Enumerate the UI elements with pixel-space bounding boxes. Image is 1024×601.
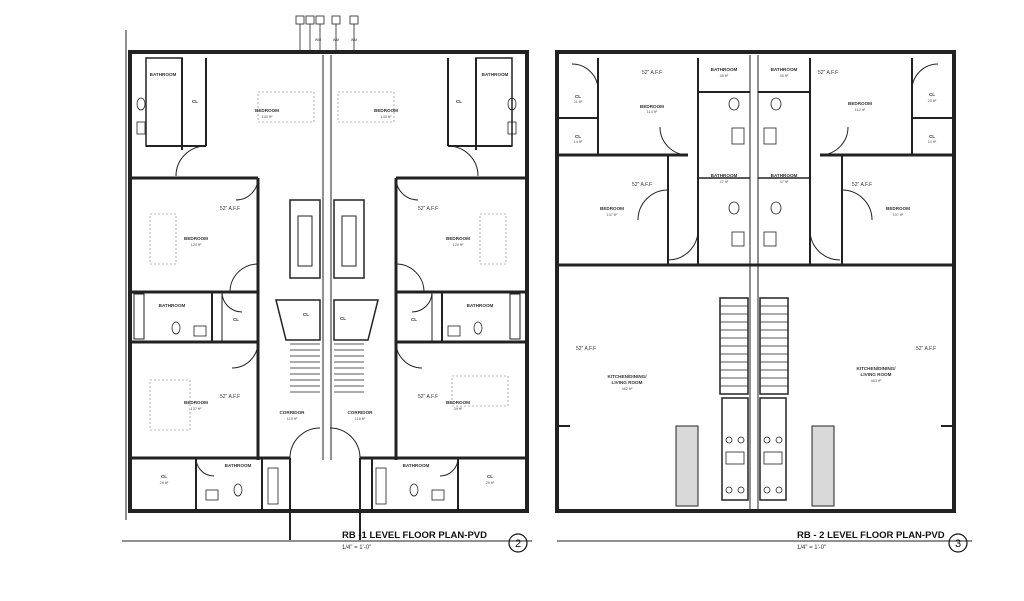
- plan-number: 2: [515, 538, 521, 550]
- outlet-height-label: 52" A.F.F: [818, 70, 838, 76]
- room-area: 120 ft²: [453, 243, 464, 247]
- plan-rb2-labels: CL 21 ft² CL 14 ft² BEDROOM 114 ft² BATH…: [574, 67, 937, 391]
- outlet-height-label: 52" A.F.F: [418, 394, 438, 400]
- outlet-height-label: 52" A.F.F: [220, 206, 240, 212]
- room-label: KITCHEN/DINING/: [856, 366, 896, 371]
- plan-rb1-labels: BATHROOM CL BEDROOM 140 ft² BATHROOM CL …: [150, 38, 509, 485]
- room-label: BEDROOM: [446, 400, 470, 405]
- room-label: BEDROOM: [640, 104, 664, 109]
- plan-title: RB - 2 LEVEL FLOOR PLAN-PVD: [797, 530, 945, 541]
- meter-tag: WM: [351, 38, 357, 42]
- outlet-height-label: 52" A.F.F: [220, 394, 240, 400]
- meter-tag: WM: [333, 38, 339, 42]
- room-label: BEDROOM: [374, 108, 398, 113]
- room-area: 140 ft²: [381, 115, 392, 119]
- room-area: 20 ft²: [928, 99, 937, 103]
- room-label: CL: [411, 317, 417, 322]
- room-area: 140 ft²: [262, 115, 273, 119]
- outlet-height-label: 52" A.F.F: [642, 70, 662, 76]
- room-label: BEDROOM: [600, 206, 624, 211]
- room-label: CL: [192, 99, 198, 104]
- room-label: CL: [233, 317, 239, 322]
- room-label: CL: [303, 312, 309, 317]
- plan-rb2-title-block: RB - 2 LEVEL FLOOR PLAN-PVD 1/4" = 1'-0"…: [557, 530, 972, 553]
- room-area: 107 ft²: [893, 213, 904, 217]
- room-label: CL: [456, 99, 462, 104]
- room-area: 47 ft²: [720, 180, 729, 184]
- outlet-height-label: 52" A.F.F: [916, 346, 936, 352]
- room-label: CORRIDOR: [279, 410, 305, 415]
- room-label: BATHROOM: [159, 303, 186, 308]
- room-area: 120 ft²: [191, 243, 202, 247]
- room-label: BATHROOM: [150, 72, 177, 77]
- room-label: LIVING ROOM: [612, 380, 643, 385]
- room-label: CL: [340, 316, 346, 321]
- room-area: 114 ft²: [647, 110, 658, 114]
- room-label: BATHROOM: [403, 463, 430, 468]
- room-label: BATHROOM: [771, 173, 798, 178]
- plan-title: RB -1 LEVEL FLOOR PLAN-PVD: [342, 530, 487, 541]
- plan-scale: 1/4" = 1'-0": [797, 545, 826, 551]
- room-label: BEDROOM: [886, 206, 910, 211]
- room-label: BATHROOM: [711, 173, 738, 178]
- plan-rb1-title-block: RB -1 LEVEL FLOOR PLAN-PVD 1/4" = 1'-0" …: [122, 530, 532, 553]
- room-area: 462 ft²: [622, 387, 633, 391]
- room-label: CL: [929, 134, 935, 139]
- room-label: KITCHEN/DINING/: [607, 374, 647, 379]
- room-area: 45 ft²: [720, 74, 729, 78]
- room-label: BATHROOM: [225, 463, 252, 468]
- room-area: 116 ft²: [355, 417, 366, 421]
- room-area: 137 ft²: [191, 407, 202, 411]
- room-label: BATHROOM: [771, 67, 798, 72]
- room-area: 107 ft²: [607, 213, 618, 217]
- room-label: CL: [161, 474, 167, 479]
- room-label: BEDROOM: [446, 236, 470, 241]
- room-area: 29 ft²: [486, 481, 495, 485]
- outlet-height-label: 52" A.F.F: [418, 206, 438, 212]
- room-area: 45 ft²: [780, 74, 789, 78]
- room-area: 14 ft²: [574, 140, 583, 144]
- plan-scale: 1/4" = 1'-0": [342, 545, 371, 551]
- room-label: BEDROOM: [255, 108, 279, 113]
- room-label: CL: [929, 92, 935, 97]
- plan-rb1: [125, 15, 529, 540]
- room-label: BATHROOM: [467, 303, 494, 308]
- room-area: 14 ft²: [928, 140, 937, 144]
- outlet-height-label: 52" A.F.F: [852, 182, 872, 188]
- room-area: 119 ft²: [287, 417, 298, 421]
- room-label: CL: [487, 474, 493, 479]
- outlet-height-label: 52" A.F.F: [632, 182, 652, 188]
- room-area: 29 ft²: [160, 481, 169, 485]
- room-label: CORRIDOR: [347, 410, 373, 415]
- room-label: BEDROOM: [184, 236, 208, 241]
- room-area: 21 ft²: [574, 100, 583, 104]
- room-label: BEDROOM: [184, 400, 208, 405]
- room-area: 39 ft²: [454, 407, 463, 411]
- room-area: 47 ft²: [780, 180, 789, 184]
- plan-number: 3: [955, 538, 961, 550]
- room-label: BEDROOM: [848, 101, 872, 106]
- plan-rb2: [555, 50, 956, 513]
- room-label: CL: [575, 134, 581, 139]
- outlet-height-label: 52" A.F.F: [576, 346, 596, 352]
- room-area: 463 ft²: [871, 379, 882, 383]
- room-label: BATHROOM: [482, 72, 509, 77]
- room-area: 112 ft²: [855, 108, 866, 112]
- room-label: BATHROOM: [711, 67, 738, 72]
- room-label: CL: [575, 94, 581, 99]
- room-label: LIVING ROOM: [861, 372, 892, 377]
- meter-tag: WM: [315, 38, 321, 42]
